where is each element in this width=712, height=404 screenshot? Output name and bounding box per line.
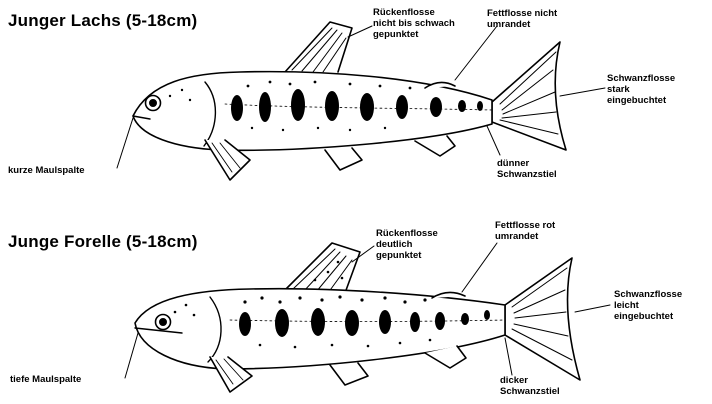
trout-tail-fin [505,258,580,380]
trout-adipose-label: Fettflosse rot umrandet [495,220,555,242]
salmon-drawing [117,22,605,180]
trout-drawing [125,243,610,392]
trout-mouth-label: tiefe Maulspalte [10,374,81,385]
salmon-adipose-label: Fettflosse nicht umrandet [487,8,557,30]
salmon-tail-fin [492,42,566,150]
salmon-stalk-label: dünner Schwanzstiel [497,158,557,180]
salmon-dorsal-label: Rückenflosse nicht bis schwach gepunktet [373,7,455,40]
trout-stalk-label: dicker Schwanzstiel [500,375,560,397]
trout-dorsal-label: Rückenflosse deutlich gepunktet [376,228,438,261]
salmon-mouth-label: kurze Maulspalte [8,165,85,176]
salmon-tail-label: Schwanzflosse stark eingebuchtet [607,73,675,106]
trout-tail-label: Schwanzflosse leicht eingebuchtet [614,289,682,322]
